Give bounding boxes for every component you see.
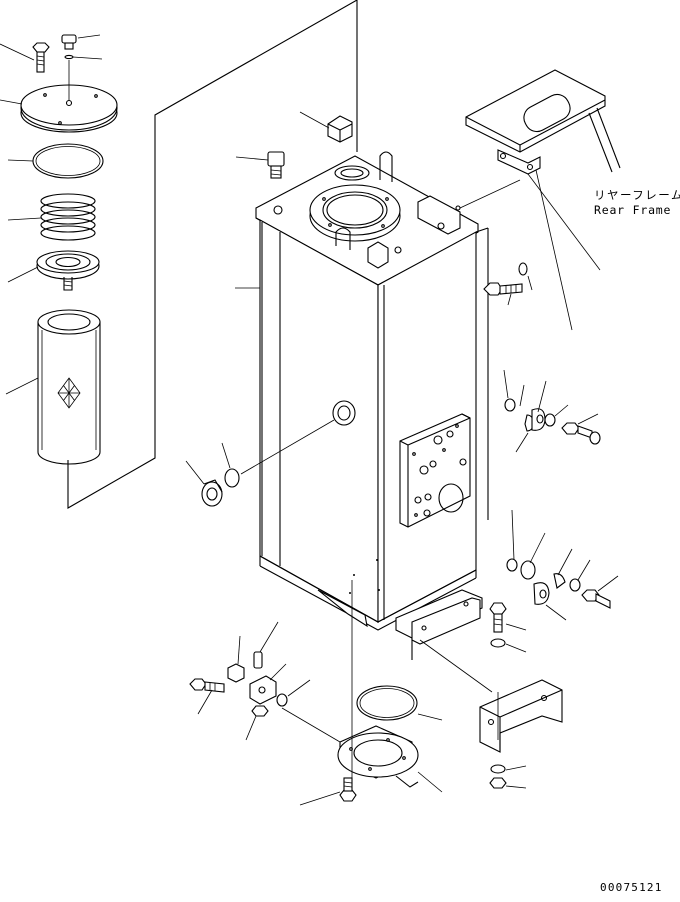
drain-cover-assembly — [299, 580, 443, 806]
bracket-bolt-and-washer — [483, 262, 533, 306]
mesh-pattern — [57, 377, 81, 409]
lifting-hook — [379, 151, 393, 182]
callout-label-japanese: リヤーフレーム — [594, 188, 680, 202]
side-plug-and-oring — [185, 419, 335, 507]
filter-spring — [40, 193, 96, 241]
breather-cap — [327, 115, 353, 143]
filler-flange — [309, 165, 401, 242]
callout-label-english: Rear Frame — [594, 203, 671, 217]
drawing-number: 00075121 — [600, 881, 663, 894]
drain-valve-parts — [189, 621, 341, 743]
plug-and-oring — [61, 34, 77, 60]
upper-clamp-set — [503, 369, 601, 453]
lower-clamp-set — [506, 509, 619, 621]
lower-support-bracket — [419, 639, 563, 753]
filter-cover-plate — [20, 60, 118, 133]
hydraulic-tank — [255, 151, 489, 631]
temp-sensor — [267, 151, 285, 179]
valve-mounting-plate — [399, 413, 471, 528]
filter-element — [37, 309, 101, 465]
relief-valve — [36, 250, 100, 291]
cover-seal-ring — [32, 143, 104, 179]
filter-cap-bolt — [32, 42, 50, 73]
drain-bolt — [339, 777, 357, 802]
rear-frame-bracket — [459, 69, 621, 331]
assembly-boundary — [67, 0, 358, 509]
tank-mount-feet — [317, 589, 483, 660]
filter-assembly — [0, 34, 118, 465]
foot-bolts — [489, 602, 527, 789]
